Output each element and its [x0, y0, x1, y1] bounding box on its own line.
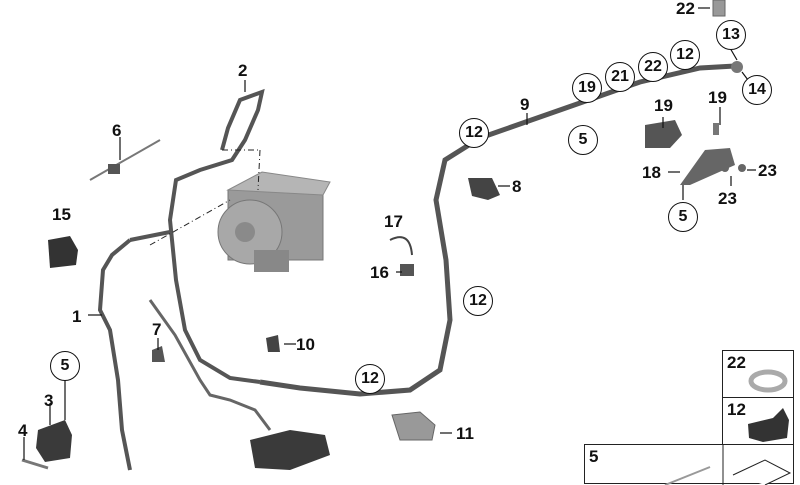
callout-12-hose-top: 12 — [459, 118, 489, 148]
callout-23-right: 23 — [758, 161, 777, 180]
callout-7: 7 — [152, 320, 162, 339]
part-3-sensor — [36, 420, 72, 462]
callout-14: 15 — [52, 205, 71, 224]
callout-3: 3 — [44, 391, 54, 410]
part-16-bracket — [680, 148, 735, 185]
brake-line-2 — [167, 88, 265, 384]
callout-18: 19 — [708, 88, 727, 107]
abs-hydraulic-unit — [149, 149, 331, 272]
brake-hose-8 — [259, 63, 736, 397]
sealing-ring-icon — [748, 369, 788, 393]
callout-19-first: 19 — [572, 73, 602, 103]
callout-9: 8 — [512, 177, 522, 196]
legend-box-22-label: 22 — [727, 353, 746, 372]
callout-1: 1 — [72, 307, 82, 326]
callout-5-middle: 5 — [568, 125, 598, 155]
legend-box-5-label: 5 — [589, 447, 599, 466]
legend-box-5: 5 — [584, 444, 794, 485]
part-9-clip — [468, 178, 500, 200]
brake-line-1 — [97, 238, 132, 471]
callout-13: 16 — [370, 263, 389, 282]
callout-6: 6 — [112, 121, 122, 140]
callout-10: 10 — [296, 335, 315, 354]
callout-5-left: 5 — [50, 351, 80, 381]
callout-2: 2 — [238, 61, 248, 80]
callout-16: 18 — [642, 163, 661, 182]
clip-icon — [748, 408, 789, 442]
parts-diagram-artwork — [21, 0, 756, 471]
callout-4: 4 — [18, 421, 28, 440]
legend-box-22: 22 — [722, 350, 794, 398]
part-17-block — [645, 120, 682, 148]
part-14-holder — [48, 236, 78, 268]
callout-19-third: 22 — [638, 52, 668, 82]
callout-21: 22 — [676, 0, 695, 18]
callout-5-right: 5 — [668, 202, 698, 232]
callout-15: 17 — [384, 212, 403, 231]
callout-12-hose-middle: 12 — [463, 286, 493, 316]
legend-box-12: 12 — [722, 397, 794, 445]
callout-8: 9 — [520, 95, 530, 114]
cable-tie-icon — [664, 445, 792, 485]
callout-12-top-right: 12 — [670, 40, 700, 70]
legend-box-12-label: 12 — [727, 400, 746, 419]
callout-17: 19 — [654, 96, 673, 115]
callout-22-top: 13 — [716, 20, 746, 50]
callout-12-hose-bottom: 12 — [355, 364, 385, 394]
callout-11: 11 — [456, 424, 474, 443]
callout-19-second: 21 — [605, 62, 635, 92]
callout-22-right: 14 — [742, 75, 772, 105]
callout-23-bottom: 23 — [718, 189, 737, 208]
